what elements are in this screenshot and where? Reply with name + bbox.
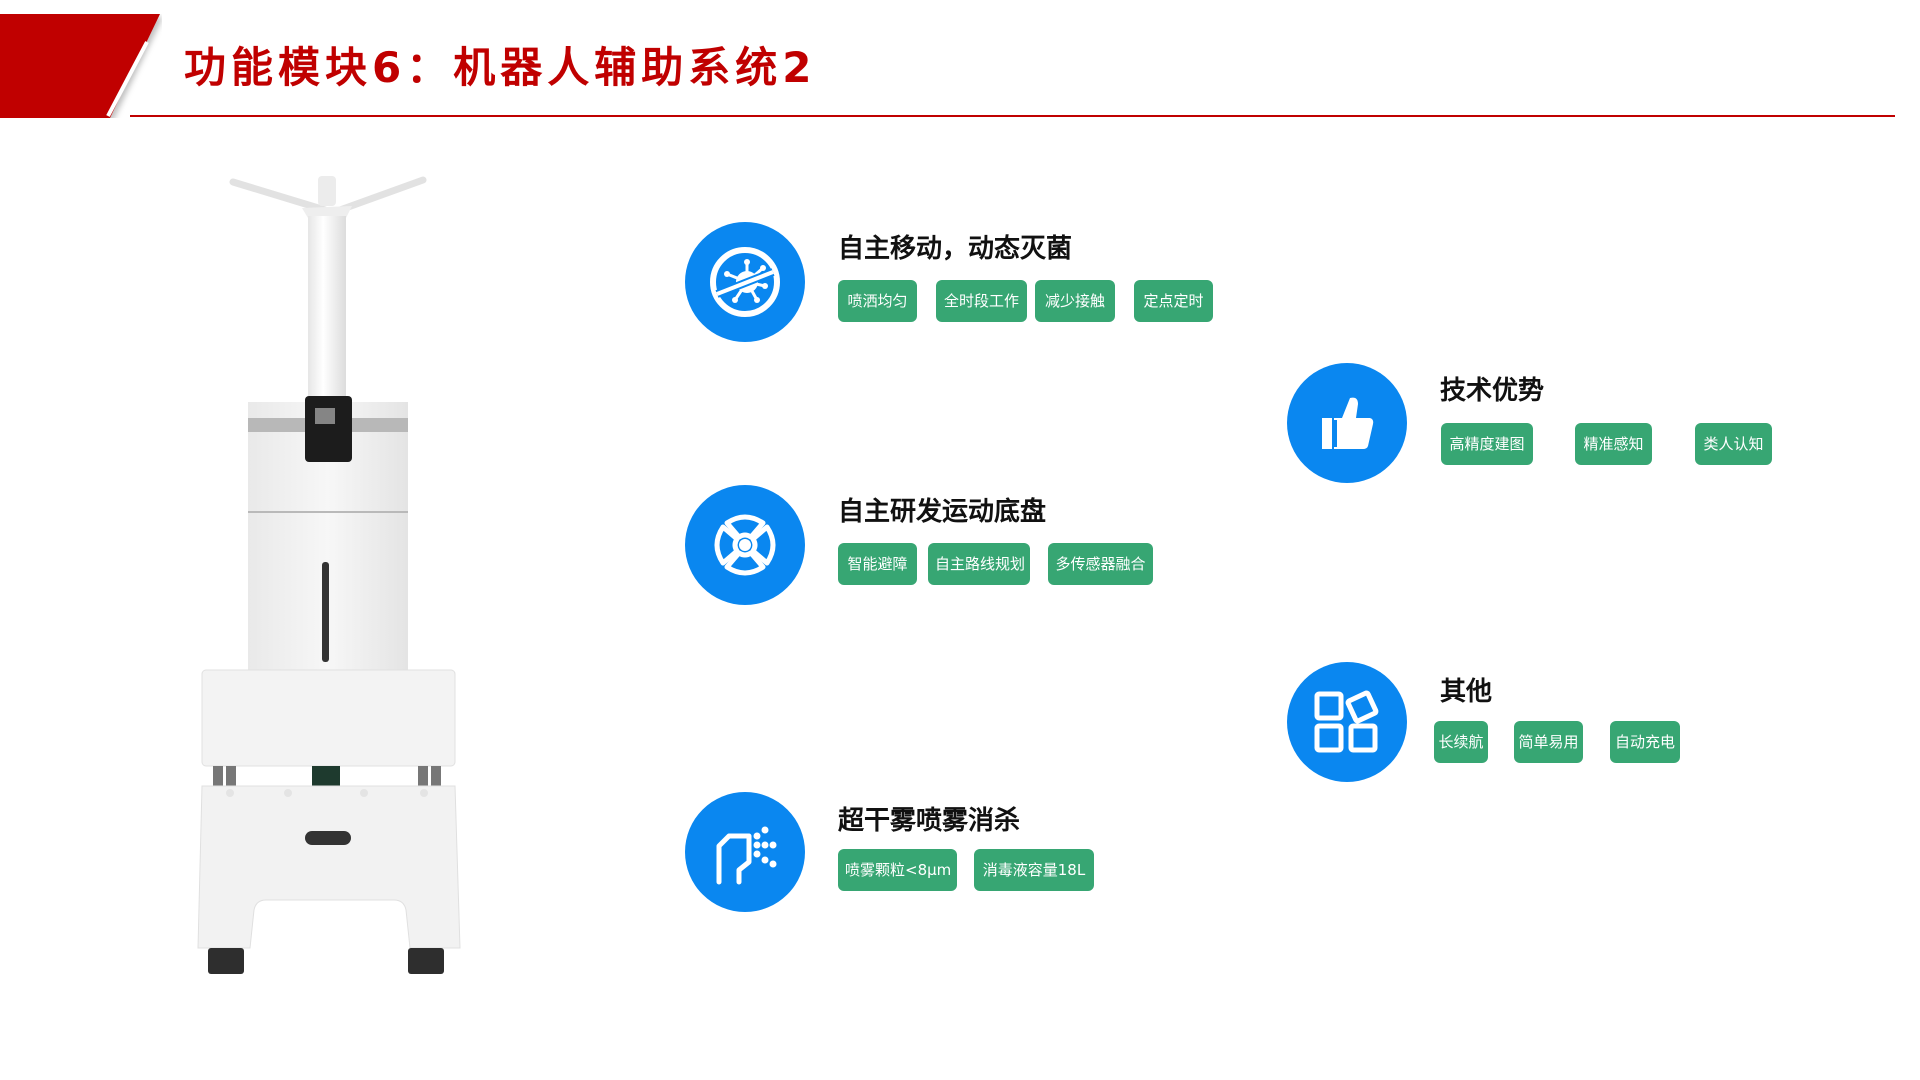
header-banner-shape — [0, 14, 160, 118]
tag: 类人认知 — [1695, 423, 1772, 465]
feature-tags: 高精度建图 精准感知 类人认知 — [1441, 423, 1772, 465]
feature-title: 其他 — [1440, 677, 1493, 707]
page-title: 功能模块6：机器人辅助系统2 — [184, 43, 817, 92]
spray-nozzle-icon — [685, 792, 805, 912]
tag: 高精度建图 — [1441, 423, 1533, 465]
feature-tags: 智能避障 自主路线规划 多传感器融合 — [838, 543, 1153, 585]
no-virus-icon — [685, 222, 805, 342]
feature-title: 超干雾喷雾消杀 — [838, 806, 1021, 836]
tag: 多传感器融合 — [1048, 543, 1153, 585]
robot-illustration — [197, 176, 461, 974]
apps-grid-icon — [1287, 662, 1407, 782]
robot-level-slot — [322, 562, 329, 662]
spray-arm-right — [336, 176, 427, 214]
robot-base — [197, 785, 461, 949]
feature-title: 技术优势 — [1440, 376, 1545, 406]
tag: 喷雾颗粒<8μm — [838, 849, 957, 891]
feature-title: 自主移动，动态灭菌 — [838, 234, 1073, 264]
tag: 自主路线规划 — [928, 543, 1030, 585]
tag: 喷洒均匀 — [838, 280, 917, 322]
robot-pole — [308, 216, 346, 401]
robot-display — [305, 396, 352, 462]
tag: 智能避障 — [838, 543, 917, 585]
tag: 长续航 — [1434, 721, 1488, 763]
feature-title: 自主研发运动底盘 — [838, 497, 1047, 527]
thumbs-up-icon — [1287, 363, 1407, 483]
tag: 定点定时 — [1134, 280, 1213, 322]
robot-middle-ring — [201, 669, 456, 767]
tag: 消毒液容量18L — [974, 849, 1094, 891]
robot-wheel-left — [208, 948, 244, 974]
feature-tags: 长续航 简单易用 自动充电 — [1434, 721, 1680, 763]
feature-tags: 喷雾颗粒<8μm 消毒液容量18L — [838, 849, 1094, 891]
robot-handle — [305, 831, 351, 845]
feature-tags: 喷洒均匀 全时段工作 减少接触 定点定时 — [838, 280, 1213, 322]
robot-wheel-right — [408, 948, 444, 974]
tag: 自动充电 — [1610, 721, 1680, 763]
chassis-wheel-icon — [685, 485, 805, 605]
tag: 简单易用 — [1514, 721, 1583, 763]
spray-arm-left — [229, 178, 329, 214]
tag: 减少接触 — [1035, 280, 1115, 322]
tag: 精准感知 — [1575, 423, 1652, 465]
header-divider — [130, 115, 1895, 117]
tag: 全时段工作 — [936, 280, 1027, 322]
